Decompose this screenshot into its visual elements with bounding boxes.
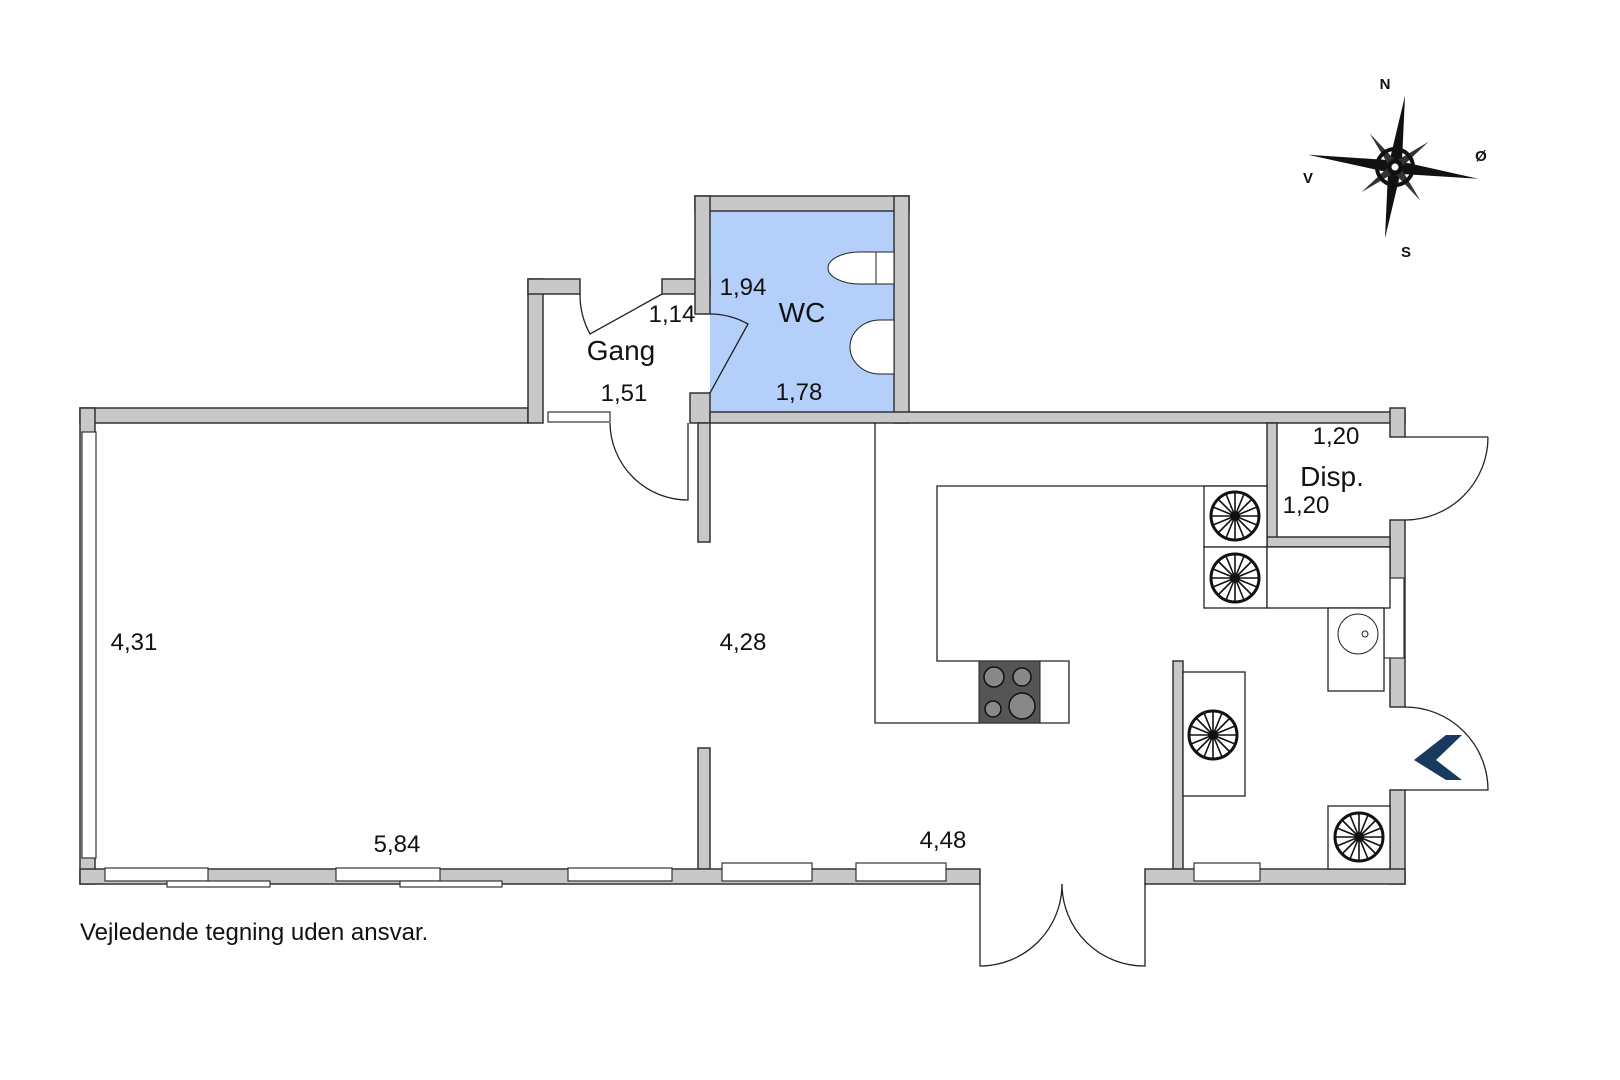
- wc-fixtures: [827, 251, 895, 375]
- wc-dim-b: 1,78: [776, 379, 823, 406]
- main-dim-bottom-right: 4,48: [920, 827, 967, 854]
- plant-icon: [1187, 709, 1239, 761]
- washbasin-icon: [849, 319, 895, 375]
- gang-dim-a: 1,14: [649, 301, 696, 328]
- plant-icon: [1333, 811, 1385, 863]
- compass-rose-icon: [1307, 95, 1479, 239]
- compass-east: Ø: [1475, 148, 1487, 165]
- toilet-icon: [827, 251, 877, 285]
- disp-label: Disp.: [1300, 461, 1364, 492]
- plant-icon: [1209, 552, 1261, 604]
- plant-icon: [1209, 490, 1261, 542]
- wc-dim-a: 1,94: [720, 274, 767, 301]
- wc-label: WC: [779, 297, 826, 328]
- entrance-arrow-icon: [1414, 735, 1462, 780]
- compass-west: V: [1303, 170, 1313, 187]
- main-dim-center: 4,28: [720, 629, 767, 656]
- sink-icon: [1337, 613, 1379, 655]
- compass-south: S: [1401, 244, 1411, 261]
- gang-label: Gang: [587, 335, 656, 366]
- disp-dim-b: 1,20: [1283, 492, 1330, 519]
- kitchen: [874, 423, 1391, 870]
- disclaimer: Vejledende tegning uden ansvar.: [80, 919, 428, 946]
- main-dim-left: 4,31: [111, 629, 158, 656]
- doors: [579, 293, 1489, 967]
- compass-north: N: [1380, 76, 1391, 93]
- main-dim-bottom-left: 5,84: [374, 831, 421, 858]
- gang-dim-b: 1,51: [601, 380, 648, 407]
- disp-dim-a: 1,20: [1313, 423, 1360, 450]
- wc-floor: [710, 211, 894, 412]
